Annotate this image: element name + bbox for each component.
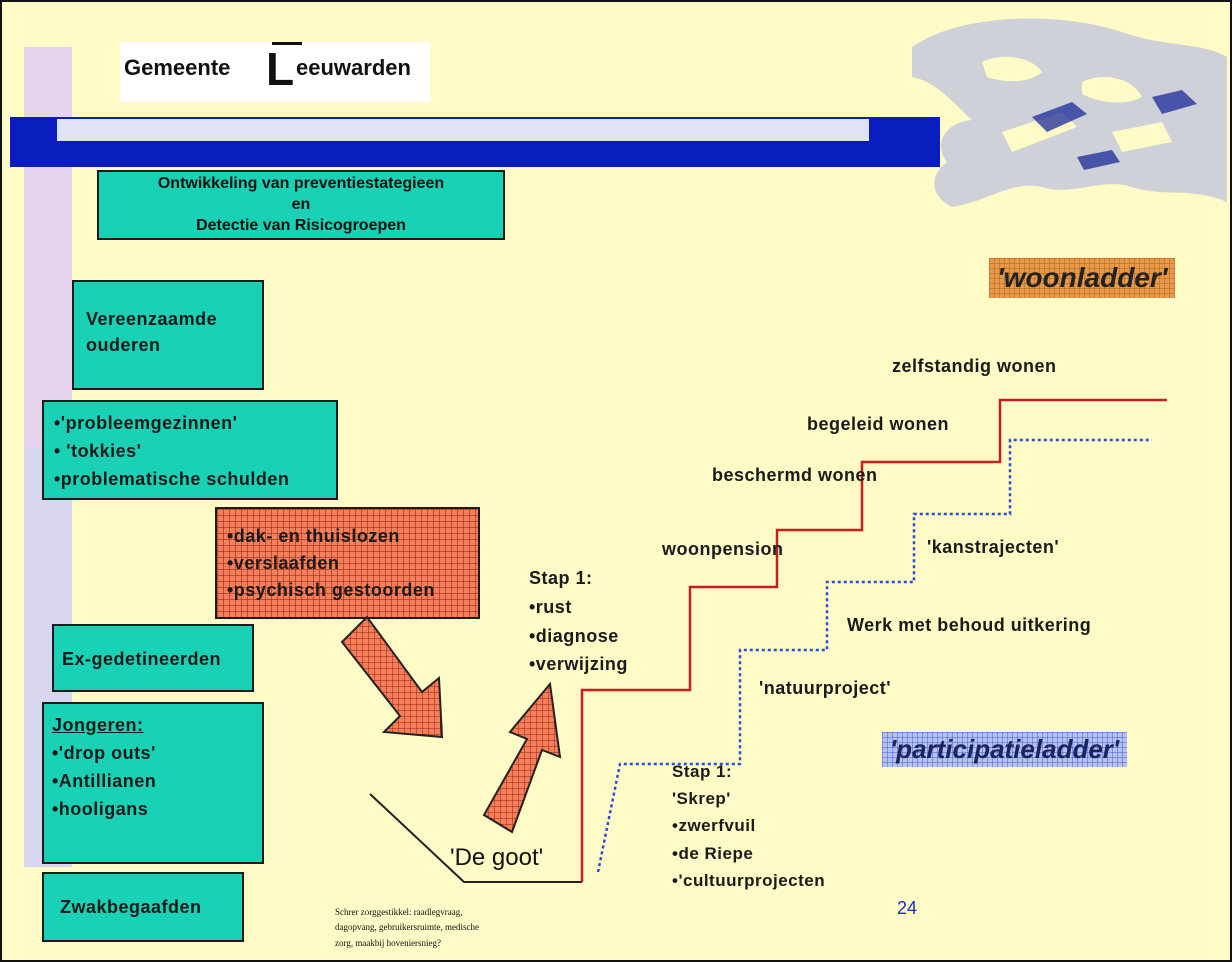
jongeren-heading: Jongeren: — [52, 715, 144, 735]
stap1-top-item-3: •verwijzing — [529, 654, 628, 675]
logo-rest: eeuwarden — [296, 55, 411, 80]
woon-step-3: begeleid wonen — [807, 414, 950, 434]
box-vereenzaamde-ouderen: Vereenzaamde ouderen — [72, 280, 264, 390]
page-number: 24 — [897, 898, 918, 918]
zwakbegaafden-label: Zwakbegaafden — [60, 897, 202, 917]
part-step-2: Werk met behoud uitkering — [847, 615, 1092, 635]
woonladder-line — [580, 398, 1167, 882]
part-step-1: 'natuurproject' — [759, 678, 892, 698]
box-zwakbegaafden: Zwakbegaafden — [42, 872, 244, 942]
jongeren-item-2: •Antillianen — [52, 770, 157, 791]
box-jongeren: Jongeren: •'drop outs' •Antillianen •hoo… — [42, 702, 264, 864]
participatieladder-line — [596, 438, 1152, 873]
box-ex-gedetineerden: Ex-gedetineerden — [52, 624, 254, 692]
stap1-bottom-item-1: 'Skrep' — [672, 789, 731, 809]
box-dakloos: •dak- en thuislozen •verslaafden •psychi… — [215, 507, 480, 619]
footnote: Schrer zorggestikkel: raadlegvraag, dago… — [335, 905, 479, 951]
stap1-top-item-1: •rust — [529, 596, 572, 617]
stap1-bottom: Stap 1: 'Skrep' •zwerfvuil •de Riepe •'c… — [672, 758, 825, 894]
logo-initial: L — [266, 43, 295, 95]
stap1-bottom-title: Stap 1: — [672, 762, 733, 781]
woon-step-2: beschermd wonen — [712, 465, 878, 485]
ex-gedetineerden-label: Ex-gedetineerden — [62, 649, 222, 669]
logo-prefix: Gemeente — [124, 55, 237, 80]
stap1-top-item-2: •diagnose — [529, 625, 619, 646]
dakloos-line-3: •psychisch gestoorden — [227, 580, 435, 600]
goot-line — [369, 793, 582, 883]
woon-step-4: zelfstandig wonen — [892, 356, 1057, 376]
stap1-bottom-item-4: •'cultuurprojecten — [672, 870, 826, 890]
title-line-2: en — [291, 195, 311, 213]
vereenzaamde-line-2: ouderen — [86, 335, 161, 356]
footnote-line-3: zorg, maakbij hoveniersnieg? — [335, 937, 442, 948]
title-line-3: Detectie van Risicogroepen — [196, 216, 406, 234]
title-box: Ontwikkeling van preventiestategieen en … — [97, 170, 505, 240]
stap1-top: Stap 1: •rust •diagnose •verwijzing — [529, 564, 628, 679]
box-probleemgezinnen: •'probleemgezinnen' • 'tokkies' •problem… — [42, 400, 338, 500]
logo: Gemeente L eeuwarden — [120, 42, 430, 102]
jongeren-item-3: •hooligans — [52, 798, 149, 819]
footnote-line-1: Schrer zorggestikkel: raadlegvraag, — [335, 907, 463, 917]
up-arrow — [482, 681, 562, 834]
title-line-1: Ontwikkeling van preventiestategieen — [157, 175, 445, 192]
probleem-line-1: •'probleemgezinnen' — [54, 413, 238, 433]
dakloos-line-2: •verslaafden — [227, 553, 340, 573]
stap1-bottom-item-2: •zwerfvuil — [672, 816, 756, 836]
stap1-bottom-item-3: •de Riepe — [672, 843, 754, 863]
probleem-line-3: •problematische schulden — [54, 468, 290, 489]
part-step-3: 'kanstrajecten' — [927, 537, 1060, 557]
participatieladder-label: 'participatieladder' — [882, 732, 1127, 767]
vereenzaamde-line-1: Vereenzaamde — [86, 309, 218, 329]
probleem-line-2: • 'tokkies' — [54, 440, 142, 461]
left-pink-bar — [24, 47, 72, 447]
down-arrow — [340, 615, 444, 739]
logo-top-bar — [272, 42, 302, 45]
jongeren-item-1: •'drop outs' — [52, 742, 156, 763]
woonladder-label: 'woonladder' — [989, 258, 1175, 298]
woon-step-1: woonpension — [662, 539, 784, 559]
de-goot-label: 'De goot' — [450, 844, 544, 871]
dakloos-line-1: •dak- en thuislozen — [227, 526, 400, 546]
stap1-top-title: Stap 1: — [529, 568, 593, 588]
header-stripe-highlight — [57, 119, 869, 141]
footnote-line-2: dagopvang, gebruikersruimte, medische — [335, 922, 479, 933]
